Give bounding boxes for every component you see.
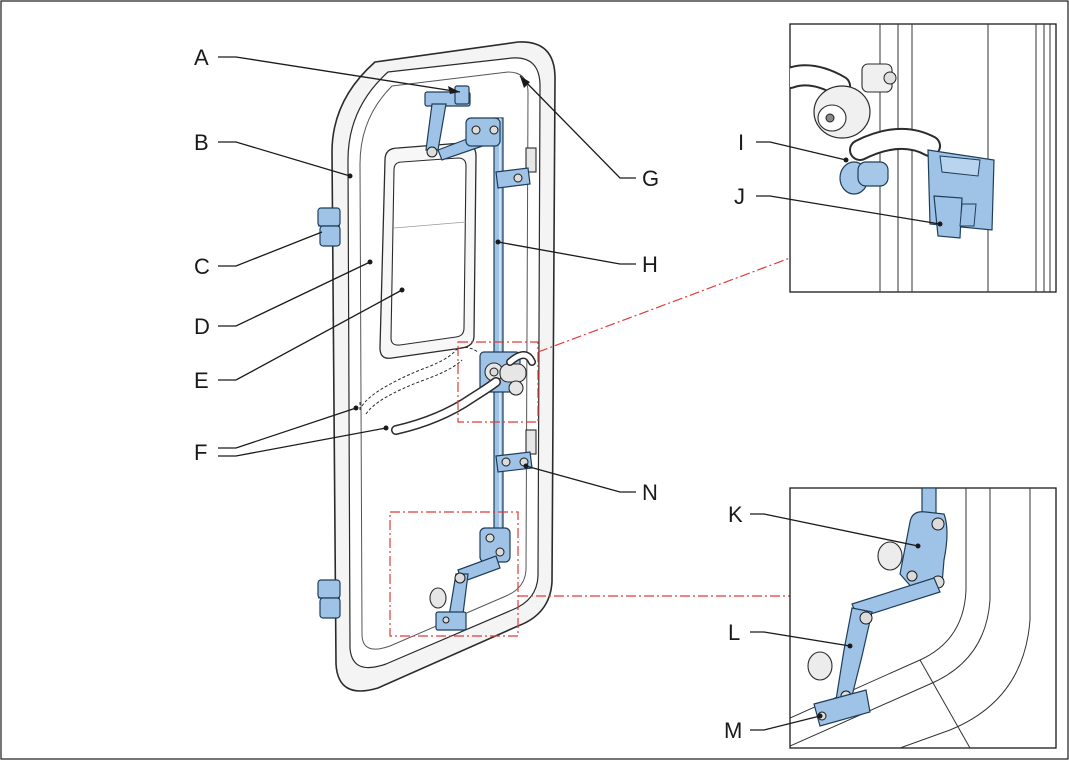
leader-c (218, 231, 323, 267)
top-dog-mechanism (424, 85, 501, 161)
leader-e (218, 289, 403, 381)
leader-m (750, 715, 821, 731)
inside-handle (359, 346, 479, 410)
label-a: A (194, 45, 209, 70)
label-k: K (728, 502, 743, 527)
leader-lines (218, 56, 941, 731)
leader-g-arrow (520, 76, 530, 88)
leader-j (756, 195, 941, 225)
label-m: M (724, 718, 742, 743)
leader-f-upper (218, 407, 357, 449)
label-i: I (738, 130, 744, 155)
label-c: C (194, 254, 210, 279)
dog-detail-view (789, 487, 1057, 749)
door-assembly (317, 41, 556, 692)
lower-hinge (317, 579, 341, 619)
leader-h (497, 241, 636, 265)
upper-hinge (317, 207, 341, 247)
leader-k (750, 513, 919, 547)
leader-i (756, 141, 847, 161)
window-reflection (393, 221, 467, 229)
label-j: J (734, 184, 745, 209)
leader-f-lower (218, 427, 387, 457)
label-d: D (194, 314, 210, 339)
leader-a (218, 56, 461, 93)
handle-detail-view (789, 23, 1057, 293)
label-b: B (194, 130, 209, 155)
leader-d (218, 261, 371, 327)
leader-l (750, 631, 851, 647)
label-g: G (642, 166, 659, 191)
leader-endpoints (347, 157, 943, 719)
leader-b (218, 141, 351, 177)
handle-detail-connector (537, 257, 791, 353)
window-glass (390, 157, 467, 346)
lower-wedge (495, 429, 537, 473)
leader-n (525, 465, 636, 493)
outside-handle-fill (392, 378, 500, 434)
label-n: N (642, 480, 658, 505)
label-e: E (194, 368, 209, 393)
leader-a-arrow (448, 86, 460, 94)
label-f: F (194, 440, 207, 465)
dog-detail-box (389, 511, 519, 637)
bottom-dog-mechanism (429, 527, 511, 631)
handle-detail-box (457, 341, 539, 423)
label-h: H (642, 252, 658, 277)
upper-wedge (495, 147, 537, 189)
inside-handle-shadow (365, 359, 463, 415)
leader-g (519, 75, 636, 179)
label-l: L (728, 620, 740, 645)
